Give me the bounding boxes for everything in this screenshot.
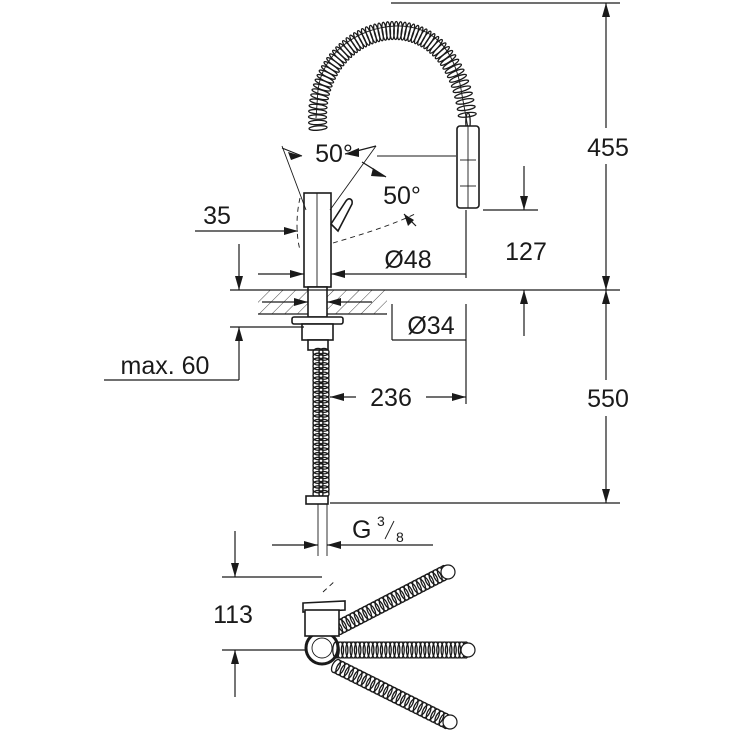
faucet-side-view [291, 20, 480, 505]
dim-550-label: 550 [587, 385, 629, 413]
spring-coil [308, 108, 328, 115]
spring-coil [338, 42, 353, 59]
spring-swivel-up [332, 564, 452, 636]
lever-handle [329, 198, 353, 233]
spring-coil [308, 125, 328, 131]
spring-coil [349, 34, 361, 52]
spray-head-top [442, 714, 458, 730]
spring-spout [307, 20, 477, 132]
angle-left-label: 50° [315, 140, 353, 168]
spring-coil [456, 104, 476, 112]
spring-coil [400, 21, 407, 41]
spring-coil [442, 58, 460, 70]
supply-hose-right [318, 347, 330, 499]
fixing-flange [291, 316, 344, 325]
spring-coil [326, 57, 343, 70]
dim-35-label: 35 [203, 202, 231, 230]
spring-coil [331, 49, 347, 64]
faucet-column [303, 192, 332, 288]
top-view-springs [330, 564, 476, 730]
supply-hoses [312, 347, 330, 499]
dim-thread-g: G [352, 516, 371, 544]
spray-head-top [460, 642, 476, 658]
angle-right-label: 50° [383, 182, 421, 210]
spring-coil [431, 42, 447, 57]
dim-236-label: 236 [370, 384, 412, 412]
spring-swivel-down [330, 658, 454, 730]
spring-coil [446, 68, 465, 79]
spring-coil [455, 97, 475, 105]
spring-coil [448, 73, 468, 83]
spring-coil [423, 33, 436, 50]
spring-coil [328, 53, 345, 67]
spring-coil [420, 30, 432, 48]
spring-coil [307, 119, 328, 126]
spring-coil [444, 63, 463, 74]
threaded-stud [307, 339, 329, 351]
spring-coil [426, 35, 440, 52]
supply-hose-left [312, 347, 324, 499]
faucet-top-view: 113 [213, 531, 476, 730]
spring-swivel-center [332, 641, 470, 659]
spring-coil [457, 111, 477, 118]
spout-guide-tube [315, 25, 469, 129]
fixing-nut [301, 323, 334, 341]
dim-113-label: 113 [213, 601, 253, 629]
dim-d48-label: Ø48 [384, 246, 431, 274]
spring-coil [452, 85, 472, 94]
dim-max60-label: max. 60 [121, 352, 210, 380]
spring-coil [429, 38, 444, 54]
hose-end-fitting [305, 495, 329, 505]
dim-thread-den: 8 [396, 529, 404, 545]
spray-head-top [440, 564, 456, 580]
dim-d34-label: Ø34 [407, 312, 454, 340]
dimension-lines: 455 550 127 50° 50° 35 Ø48 [104, 2, 639, 556]
spring-coil [307, 114, 328, 120]
dim-127-label: 127 [505, 238, 547, 266]
spring-coil [335, 46, 350, 61]
dim-thread-num: 3 [377, 513, 385, 529]
dim-455-label: 455 [587, 134, 629, 162]
spring-coil [454, 91, 473, 99]
faucet-neck [307, 286, 328, 318]
